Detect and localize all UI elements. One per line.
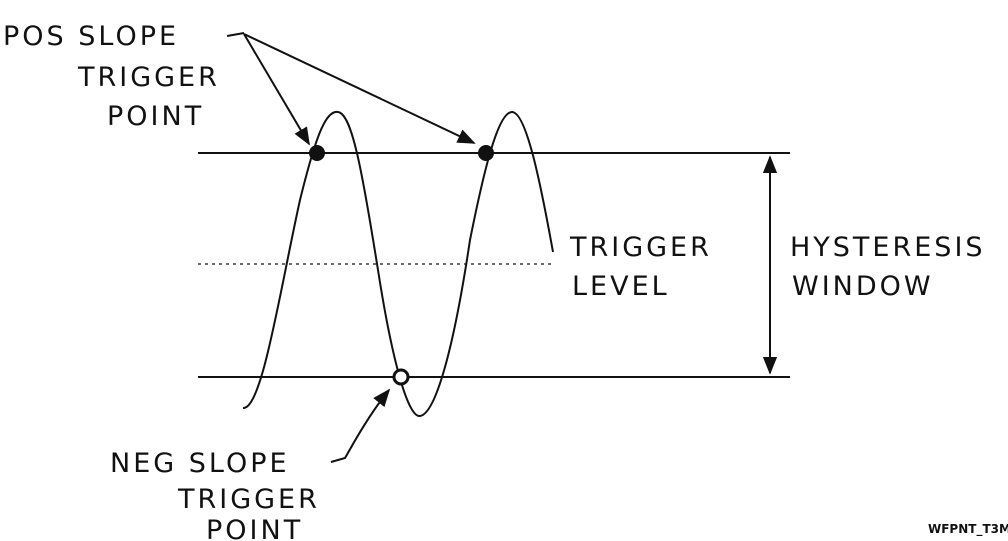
hysteresis-window-label-line-2: WINDOW [792,271,934,302]
trigger-level-label-line-2: LEVEL [572,271,670,302]
neg-slope-label-line-1: NEG SLOPE [110,448,290,479]
hysteresis-window-label-line-1: HYSTERESIS [790,232,986,263]
pos-slope-label-line-2: TRIGGER [77,62,220,93]
neg-slope-label-line-3: POINT [206,515,303,541]
pos-slope-label-line-1: POS SLOPE [3,21,179,52]
figure-tag: WFPNT_T3M [928,522,1008,537]
pos-slope-trigger-point-1 [309,145,325,161]
pos-slope-leader-line [226,32,245,37]
neg-slope-leader-line [330,388,391,463]
pos-slope-label-line-3: POINT [107,101,204,132]
pos-slope-trigger-point-2 [478,145,494,161]
pos-slope-arrow-1 [243,33,310,146]
trigger-level-label-line-1: TRIGGER [569,232,712,263]
pos-slope-arrow-2 [243,33,476,144]
neg-slope-label-line-2: TRIGGER [177,484,320,515]
neg-slope-trigger-point [392,368,410,386]
